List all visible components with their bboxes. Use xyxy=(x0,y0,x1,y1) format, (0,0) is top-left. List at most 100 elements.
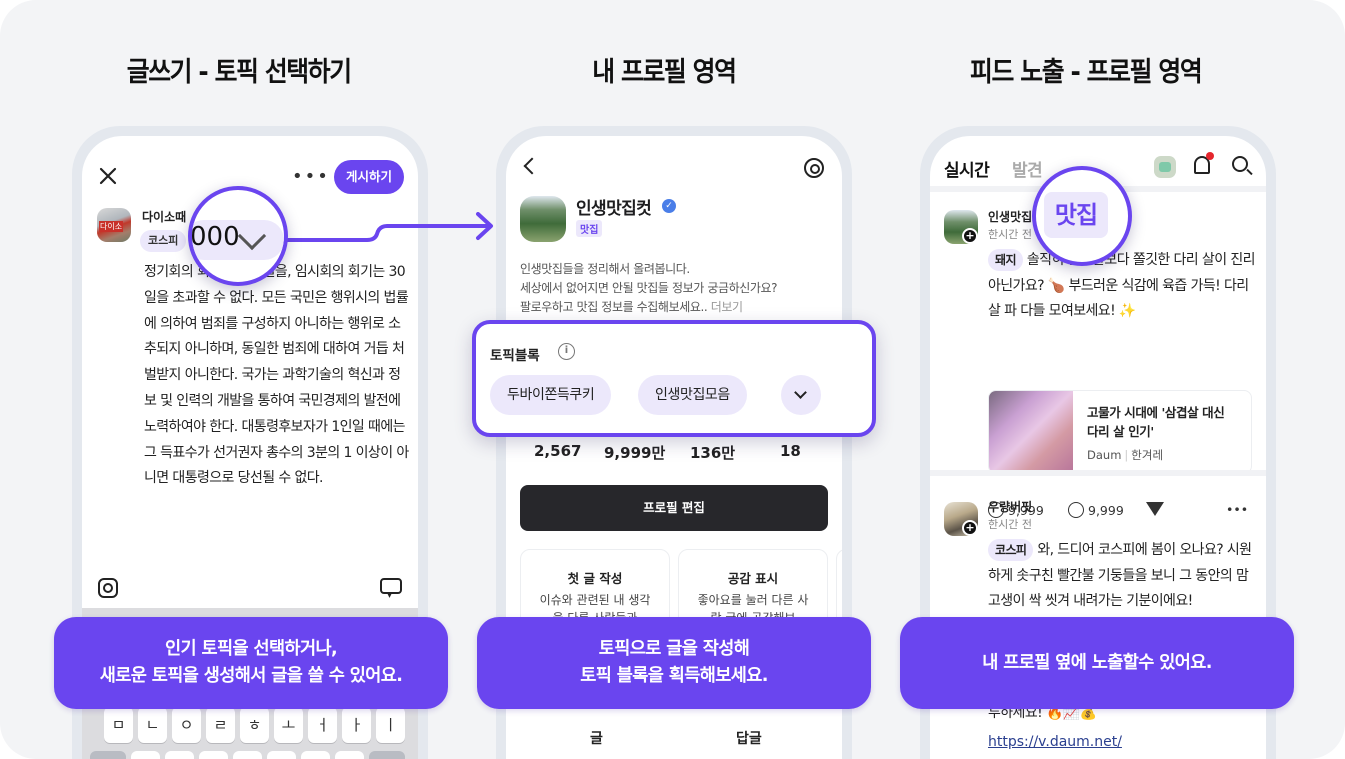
post-link[interactable]: https://v.daum.net/ xyxy=(988,734,1122,750)
topic-selector[interactable]: 코스피 xyxy=(140,230,187,252)
chevron-down-icon[interactable] xyxy=(781,375,821,415)
backspace-key[interactable] xyxy=(369,751,405,759)
post-topic-chip[interactable]: 돼지 xyxy=(988,249,1023,271)
search-icon[interactable] xyxy=(1232,156,1248,172)
verified-badge-icon: ✓ xyxy=(662,199,676,213)
bio-line: 인생맛집들을 정리해서 올려봅니다. xyxy=(520,262,690,276)
keyboard-row: ㅁ ㄴ ㅇ ㄹ ㅎ ㅗ ㅓ ㅏ ㅣ xyxy=(104,707,405,743)
follow-plus-icon[interactable]: + xyxy=(962,228,978,244)
topic-block-chip[interactable]: 두바이쫀득쿠키 xyxy=(490,375,612,415)
keyboard-row xyxy=(90,751,405,759)
compose-header: ••• 게시하기 xyxy=(82,154,418,194)
post-more-button[interactable]: ••• xyxy=(1226,502,1249,517)
post-actions: 9,999 9,999 ••• xyxy=(988,502,1252,522)
topic-pill-zoomed xyxy=(192,220,284,260)
key[interactable]: ㄹ xyxy=(206,707,235,743)
tab-realtime[interactable]: 실시간 xyxy=(944,161,990,181)
bell-icon[interactable] xyxy=(1194,156,1210,174)
caption-line: 인기 토픽을 선택하거나, xyxy=(164,639,338,659)
like-button[interactable]: 9,999 xyxy=(988,502,1044,518)
caption-line: 토픽 블록을 획득해보세요. xyxy=(580,666,768,686)
stat-value: 9,999만 xyxy=(604,444,666,462)
more-options-icon[interactable]: ••• xyxy=(292,166,330,187)
like-icon xyxy=(988,502,1004,518)
share-button[interactable] xyxy=(1146,502,1164,516)
key[interactable] xyxy=(233,751,262,759)
profile-bio: 인생맛집들을 정리해서 올려봅니다. 세상에서 없어지면 안될 맛집들 정보가 … xyxy=(520,260,840,317)
tab-posts[interactable]: 글 xyxy=(590,731,603,747)
key[interactable]: ㅁ xyxy=(104,707,133,743)
connector-arrow-icon xyxy=(285,212,493,242)
key[interactable] xyxy=(199,751,228,759)
profile-stats: 2,567 9,999만 136만 18 xyxy=(506,442,842,466)
post-topic-chip[interactable]: 코스피 xyxy=(988,539,1034,561)
keyboard-hide-icon[interactable] xyxy=(380,578,402,601)
post-text: 솔직히 삼겹살보다 쫄깃한 다리 살이 진리 아닌가요? 🍗 부드러운 식감에 … xyxy=(988,252,1256,319)
link-preview-card[interactable]: 고물가 시대에 '삼겹살 대신 다리 살 인기' Daum|한겨레 xyxy=(988,390,1252,474)
post-username[interactable]: 인생맛집컷 xyxy=(988,210,1044,224)
avatar-sign-text: 다이소 xyxy=(99,221,124,232)
caption-compose: 인기 토픽을 선택하거나, 새로운 토픽을 생성해서 글을 쓸 수 있어요. xyxy=(54,617,448,709)
key[interactable]: ㅏ xyxy=(342,707,371,743)
topic-block-popup: 토픽블록 i 두바이쫀득쿠키 인생맛집모음 xyxy=(472,320,876,437)
camera-icon[interactable] xyxy=(98,578,118,598)
topic-block-title: 토픽블록 xyxy=(490,348,540,364)
key[interactable]: ㄴ xyxy=(138,707,167,743)
key[interactable]: ㅓ xyxy=(308,707,337,743)
info-icon[interactable]: i xyxy=(558,343,575,360)
close-icon[interactable] xyxy=(98,166,118,186)
stat-value: 18 xyxy=(780,442,801,460)
edit-profile-button[interactable]: 프로필 편집 xyxy=(520,485,828,531)
post-text: 와, 드디어 코스피에 봄이 오나요? 시원하게 솟구친 빨간불 기둥들을 보니… xyxy=(988,542,1252,609)
key[interactable]: ㅎ xyxy=(240,707,269,743)
bio-line: 팔로우하고 맛집 정보를 수집해보세요.. xyxy=(520,300,708,314)
topic-block-chip[interactable]: 인생맛집모음 xyxy=(638,375,747,415)
like-count: 9,999 xyxy=(1008,502,1044,518)
magnifier-profile-topic: 맛집 xyxy=(1032,166,1132,266)
tab-discover[interactable]: 발견 xyxy=(1012,161,1043,181)
bio-line: 세상에서 없어지면 안될 맛집들 정보가 궁금하신가요? xyxy=(520,281,778,295)
profile-topic-tag[interactable]: 맛집 xyxy=(576,220,603,237)
caption-line: 내 프로필 옆에 노출할수 있어요. xyxy=(982,652,1212,673)
card-title: 공감 표시 xyxy=(727,571,779,586)
my-avatar[interactable] xyxy=(1154,156,1176,178)
key[interactable] xyxy=(267,751,296,759)
tab-replies[interactable]: 답글 xyxy=(736,731,762,747)
follow-plus-icon[interactable]: + xyxy=(962,520,978,536)
key[interactable] xyxy=(131,751,160,759)
post-time: 한시간 전 xyxy=(988,518,1032,531)
caption-feed: 내 프로필 옆에 노출할수 있어요. xyxy=(900,617,1294,709)
post-body-text[interactable]: 정기회의 회기는 100일을, 임시회의 회기는 30일을 초과할 수 없다. … xyxy=(144,264,409,487)
achievement-card[interactable]: 첫 글 작성 이슈와 관련된 내 생각을 다른 사람들과 xyxy=(520,549,670,709)
bio-more-link[interactable]: 더보기 xyxy=(710,300,743,314)
source-name: Daum xyxy=(1087,448,1122,462)
magnified-text: 000 xyxy=(190,222,240,252)
back-icon[interactable] xyxy=(523,157,541,175)
key[interactable]: ㅇ xyxy=(172,707,201,743)
key[interactable] xyxy=(301,751,330,759)
settings-gear-icon[interactable] xyxy=(804,158,824,178)
post-button[interactable]: 게시하기 xyxy=(333,160,404,194)
key[interactable] xyxy=(335,751,364,759)
stat-value: 2,567 xyxy=(534,442,582,460)
magnified-topic-chip: 맛집 xyxy=(1044,192,1108,238)
post-username[interactable]: 우량버핏 xyxy=(988,500,1033,514)
stat-value: 136만 xyxy=(690,444,736,462)
section-title-compose: 글쓰기 - 토픽 선택하기 xyxy=(126,57,352,88)
send-icon xyxy=(1146,502,1164,516)
link-thumbnail xyxy=(989,391,1073,473)
key[interactable]: ㅣ xyxy=(376,707,405,743)
notification-dot xyxy=(1206,152,1214,160)
comment-count: 9,999 xyxy=(1088,502,1124,518)
publisher-name: 한겨레 xyxy=(1131,448,1164,462)
comment-button[interactable]: 9,999 xyxy=(1068,502,1124,518)
key[interactable]: ㅗ xyxy=(274,707,303,743)
comment-icon xyxy=(1068,502,1084,518)
shift-key[interactable] xyxy=(90,751,126,759)
section-title-feed: 피드 노출 - 프로필 영역 xyxy=(970,57,1203,88)
magnifier-topic-dropdown: 000 xyxy=(188,186,288,286)
key[interactable] xyxy=(165,751,194,759)
link-source: Daum|한겨레 xyxy=(1087,448,1164,462)
